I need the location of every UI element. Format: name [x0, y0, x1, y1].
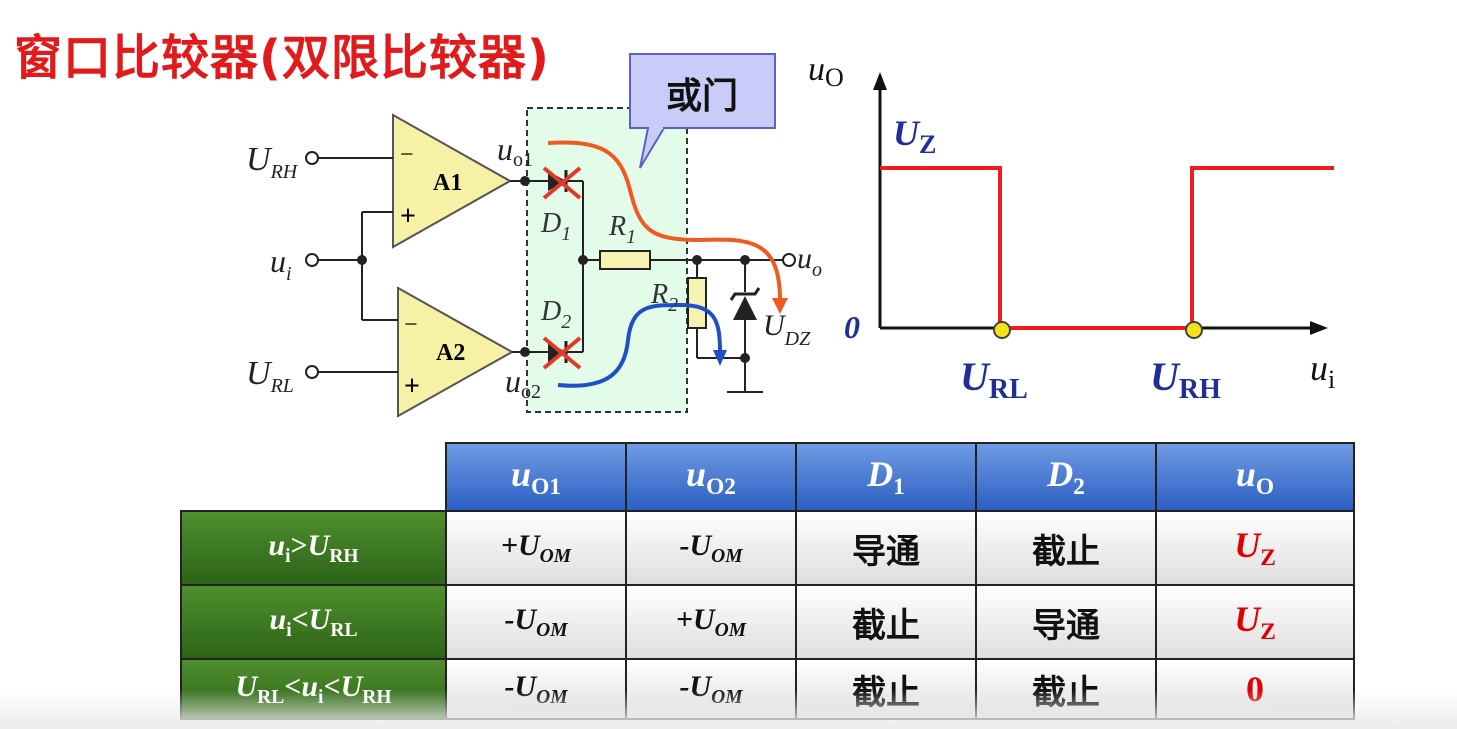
cell-uo1: -UOM	[445, 584, 627, 660]
label-r1: R1	[608, 211, 636, 248]
terminals	[305, 151, 796, 379]
cell-uo2: +UOM	[625, 584, 797, 660]
graph-url-label: URL	[960, 354, 1028, 405]
table-row: URL<ui<URH -UOM -UOM 截止 截止 0	[180, 658, 1355, 720]
opamp-a1	[392, 113, 513, 249]
table-row: ui<URL -UOM +UOM 截止 导通 UZ	[180, 584, 1355, 660]
label-u-rh: URH	[246, 141, 299, 183]
blue-arrowhead	[713, 350, 727, 366]
page-title: 窗口比较器(双限比较器)	[14, 30, 550, 86]
diode-d1	[542, 166, 582, 200]
row-condition: URL<ui<URH	[180, 658, 447, 720]
cell-d2: 截止	[975, 658, 1157, 720]
resistor-r1	[599, 250, 651, 270]
label-uo: uo	[797, 242, 822, 281]
opamp-a1-label: A1	[433, 170, 462, 196]
row-condition: ui<URL	[180, 584, 447, 660]
table-row: ui>URH +UOM -UOM 导通 截止 UZ	[180, 510, 1355, 586]
current-path-orange	[547, 140, 782, 301]
opamp-a1-minus: −	[400, 142, 414, 168]
graph-urh-label: URH	[1150, 354, 1221, 405]
cell-uo: 0	[1155, 658, 1355, 720]
diode-d2	[542, 336, 582, 370]
cell-d2: 截止	[975, 510, 1157, 586]
cell-uo1: -UOM	[445, 658, 627, 720]
row-condition: ui>URH	[180, 510, 447, 586]
label-uo2: uo2	[505, 363, 541, 403]
resistor-r2	[687, 277, 707, 329]
cell-uo: UZ	[1155, 510, 1355, 586]
orange-arrowhead	[772, 298, 788, 314]
cell-d2: 导通	[975, 584, 1157, 660]
cell-d1: 截止	[795, 658, 977, 720]
header-uo2: uO2	[625, 442, 797, 512]
cell-uo: UZ	[1155, 584, 1355, 660]
opamp-a1-plus: +	[400, 201, 416, 232]
marker-urh	[1185, 321, 1203, 339]
label-r2: R2	[650, 279, 678, 316]
graph-y-label: uO	[808, 51, 844, 92]
header-d2: D2	[975, 442, 1157, 512]
truth-table: uO1 uO2 D1 D2 uO ui>URH +UOM -UOM 导通 截止 …	[180, 442, 1355, 720]
cell-d1: 导通	[795, 510, 977, 586]
transfer-trace	[880, 166, 1334, 330]
header-d1: D1	[795, 442, 977, 512]
header-uo1: uO1	[445, 442, 627, 512]
cell-d1: 截止	[795, 584, 977, 660]
cell-uo2: -UOM	[625, 510, 797, 586]
or-gate-callout: 或门	[629, 53, 776, 169]
opamp-a2-minus: −	[404, 312, 418, 338]
zener-diode	[729, 287, 761, 320]
table-header-row: uO1 uO2 D1 D2 uO	[181, 442, 1355, 512]
label-u-i: ui	[270, 243, 292, 285]
graph-uz-label: UZ	[893, 113, 936, 159]
callout-text: 或门	[666, 76, 738, 117]
marker-url	[993, 321, 1011, 339]
label-d2: D2	[540, 296, 571, 333]
label-udz: UDZ	[763, 309, 811, 350]
cell-uo2: -UOM	[625, 658, 797, 720]
label-d1: D1	[540, 208, 571, 245]
transfer-graph: uO ui UZ 0 URL URH	[808, 51, 1335, 405]
opamp-a2	[397, 286, 515, 418]
label-u-rl: URL	[246, 355, 294, 397]
label-uo1: uo1	[497, 131, 533, 171]
opamp-a2-label: A2	[436, 340, 465, 366]
current-path-blue	[557, 302, 722, 388]
cell-uo1: +UOM	[445, 510, 627, 586]
opamp-a2-plus: +	[404, 371, 420, 402]
graph-zero-label: 0	[844, 309, 860, 345]
header-uo: uO	[1155, 442, 1355, 512]
graph-x-label: ui	[1310, 348, 1335, 394]
junction-dots	[357, 176, 750, 363]
